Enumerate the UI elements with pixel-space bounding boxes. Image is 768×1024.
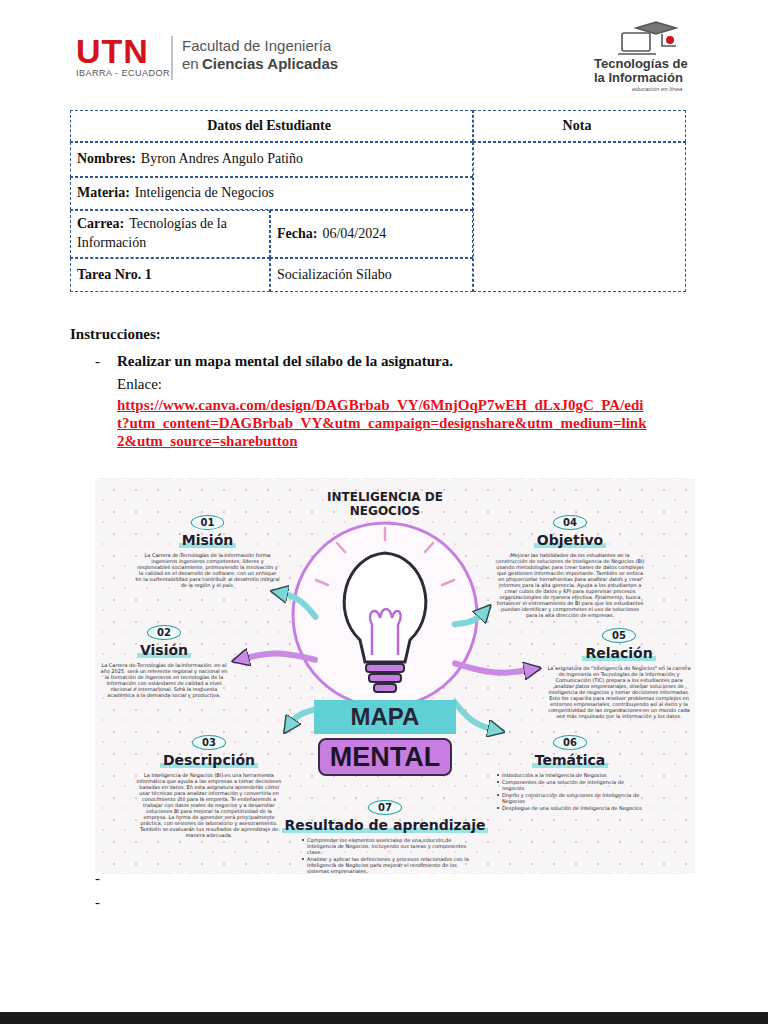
mindmap-branch: 06TemáticaIntroducción a la Inteligencia… (495, 735, 645, 812)
table-cell: Nombres: Byron Andres Angulo Patiño (70, 142, 473, 177)
department-tagline: educación en línea (632, 86, 682, 92)
footer-bar (0, 1012, 768, 1024)
logo-text: UTN (76, 34, 149, 68)
branch-arrow (455, 702, 502, 731)
field-label: Fecha: (277, 226, 317, 241)
section-heading: Instrucciones: (70, 326, 161, 343)
callout-number: 04 (553, 515, 587, 530)
bulb-illustration (293, 523, 477, 707)
dot-texture (95, 478, 695, 874)
branch-text: La Carrera de Tecnologías de la Informac… (135, 552, 280, 588)
department-logo-text: Tecnologías de la Información (594, 57, 694, 84)
link-url: https://www.canva.com/design/DAGBrbab_VY… (117, 396, 652, 450)
branch-text: La Carrera de Tecnologías de la Informac… (100, 662, 228, 698)
link-label: Enlace: (117, 376, 162, 393)
callout-number: 05 (602, 628, 636, 643)
callout-number: 02 (147, 625, 181, 640)
mindmap-branch: 05Relación La asignatura de "Inteligencia… (545, 628, 693, 719)
branch-arrow (455, 663, 538, 672)
header-divider (171, 36, 172, 80)
mindmap-branch: 03Descripción La Inteligencia de Negocios… (135, 735, 283, 838)
field-value: Inteligencia de Negocios (135, 185, 274, 200)
ti-logo-icon (618, 22, 676, 54)
branch-heading: Misión (179, 532, 236, 548)
bullet-item: Diseño y construcción de soluciones de I… (495, 792, 645, 804)
field-label: Materia: (77, 185, 130, 200)
field-value: Socialización Sílabo (277, 267, 392, 282)
mindmap-ground (95, 478, 695, 874)
field-label: Nombres: (77, 151, 136, 166)
list-dash: - (95, 870, 100, 887)
mindmap-branch: 07Resultado de aprendizajeComprender los… (285, 800, 485, 875)
mindmap-branch: 02Visión La Carrera de Tecnologías de la … (100, 625, 228, 698)
faculty-name: Ciencias Aplicadas (202, 56, 338, 73)
callout-number: 03 (192, 735, 226, 750)
mindmap-branch: 04ObjetivoMejorar las habilidades de los… (495, 515, 645, 618)
callout-number: 07 (368, 800, 402, 815)
table-cell: Datos del Estudiante (70, 110, 473, 142)
field-value: 06/04/2024 (322, 226, 386, 241)
branch-text: La Inteligencia de Negocios (BI) es una … (135, 772, 283, 838)
center-word: MAPA (314, 700, 456, 734)
branch-heading: Visión (137, 642, 191, 658)
center-word: MENTAL (318, 738, 452, 776)
callout-number: 01 (191, 515, 225, 530)
table-cell: Fecha: 06/04/2024 (270, 210, 473, 258)
grade-cell (473, 142, 686, 292)
table-cell: Materia: Inteligencia de Negocios (70, 177, 473, 210)
branch-arrow (455, 607, 489, 624)
table-cell: Tarea Nro. 1 (70, 258, 270, 292)
field-label: Datos del Estudiante (207, 118, 331, 133)
faculty-name: Facultad de Ingeniería (182, 38, 331, 55)
branch-text: La asignatura de "Inteligencia de Negoci… (545, 665, 693, 719)
branch-text: Mejorar las habilidades de los estudiant… (495, 552, 645, 618)
field-label: Nota (563, 118, 592, 133)
mindmap-branch: 01Misión La Carrera de Tecnologías de la … (135, 515, 280, 588)
branch-heading: Objetivo (534, 532, 606, 548)
branch-heading: Temática (532, 752, 608, 768)
branch-heading: Resultado de aprendizaje (282, 817, 489, 833)
bullet-item: Introducción a la Inteligencia de Negoci… (495, 772, 645, 778)
branch-heading: Relación (582, 645, 655, 661)
bullet-item: Comprender los elementos esenciales de u… (300, 837, 470, 855)
central-topic: MAPAMENTAL (318, 540, 452, 778)
faculty-name: en (182, 56, 199, 73)
branch-heading: Descripción (160, 752, 258, 768)
bullet-item: Despliegue de una solución de Inteligenc… (495, 805, 645, 811)
logo-subtitle: IBARRA - ECUADOR (76, 68, 170, 78)
list-dash: - (95, 894, 100, 911)
mindmap-title: INTELIGENCIA DE NEGOCIOS (315, 490, 455, 519)
bullet-item: Analizar y aplicar las definiciones y pr… (300, 856, 470, 874)
branch-arrow (274, 592, 316, 617)
field-label: Tarea Nro. 1 (77, 267, 152, 282)
callout-number: 06 (553, 735, 587, 750)
table-cell: Carrea:Tecnologías de la Información (70, 210, 270, 258)
branch-arrow (235, 654, 315, 661)
field-label: Carrea: (77, 216, 124, 231)
bullet-item: Componentes de una solución de inteligen… (495, 779, 645, 791)
table-cell: Socialización Sílabo (270, 258, 473, 292)
field-value: Byron Andres Angulo Patiño (141, 151, 303, 166)
instruction: Realizar un mapa mental del sílabo de la… (117, 353, 453, 370)
branch-arrow (286, 709, 316, 731)
table-cell: Nota (473, 110, 686, 142)
list-dash: - (95, 353, 100, 370)
